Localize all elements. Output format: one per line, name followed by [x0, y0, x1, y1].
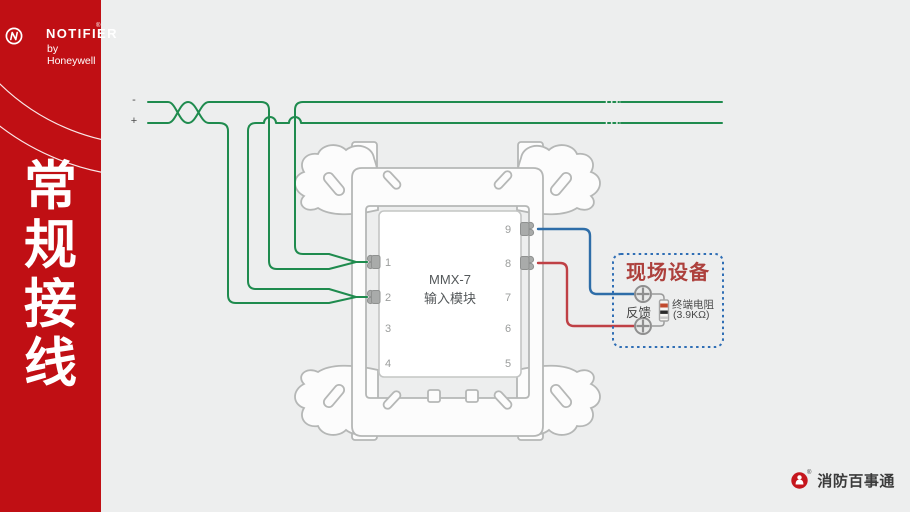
resistor-band-black	[660, 310, 668, 314]
resistor-leads	[651, 293, 665, 327]
terminal-numbers: 1 2 3 4 9 8 7 6 5	[385, 224, 511, 370]
plate-slot	[493, 170, 513, 190]
module-model: MMX-7	[429, 272, 471, 287]
terminal-number: 1	[385, 257, 391, 269]
plate-slot	[493, 390, 513, 410]
bus-minus-label: -	[132, 94, 136, 106]
terminal-resistor	[658, 299, 670, 322]
registered-mark: ®	[807, 470, 812, 476]
minus-wire-in	[147, 101, 368, 270]
module-backplate	[294, 141, 601, 441]
minus-wire-out	[294, 101, 723, 263]
footer-logo: ® 消防百事通	[790, 468, 895, 492]
module-type: 输入模块	[423, 291, 476, 306]
terminal-resistor-value: (3.9KΩ)	[673, 309, 710, 321]
title-char: 接	[24, 275, 77, 334]
footer-logo-text: 消防百事通	[817, 472, 895, 490]
terminal-number: 4	[385, 358, 391, 370]
title-char: 规	[24, 216, 77, 275]
blue-wire-terminal9	[536, 227, 636, 296]
terminal-number: 7	[505, 292, 511, 304]
field-device-box	[612, 253, 724, 348]
brand-name: NOTIFIER	[46, 26, 118, 41]
terminal-number: 2	[385, 292, 391, 304]
terminal-number: 3	[385, 323, 391, 335]
screw-head-icon	[634, 285, 652, 303]
plus-wire-out	[247, 116, 723, 298]
plate-slot	[382, 390, 402, 410]
wire-break-dots	[607, 101, 620, 124]
title-char: 常	[24, 157, 77, 216]
terminal-number: 8	[505, 258, 511, 270]
field-device-title: 现场设备	[626, 262, 710, 284]
notifier-n-icon	[5, 27, 23, 45]
plate-clip	[427, 389, 441, 403]
red-wire-terminal8	[536, 261, 636, 328]
terminal-screw-icon	[366, 289, 381, 305]
terminal-resistor-label: 终端电阻	[672, 299, 714, 311]
terminal-number: 9	[505, 224, 511, 236]
title-char: 线	[24, 334, 77, 393]
plus-wire-in	[147, 101, 368, 304]
resistor-band-grey	[660, 316, 668, 319]
resistor-band-orange	[660, 303, 668, 308]
fire119-icon	[791, 471, 808, 489]
terminal-number: 6	[505, 323, 511, 335]
terminal-screw-icon	[366, 254, 381, 270]
terminal-number: 5	[505, 358, 511, 370]
module-terminal-screws	[366, 221, 535, 305]
slc-loop-wires	[147, 101, 723, 304]
plate-slot	[382, 170, 402, 190]
terminal-screw-icon	[520, 255, 535, 271]
terminal-screw-icon	[520, 221, 535, 237]
registered-mark: ®	[96, 23, 101, 29]
bus-plus-label: +	[130, 115, 138, 127]
backplate-frame	[351, 167, 544, 437]
brand-byline: by Honeywell	[47, 43, 96, 67]
plate-clip	[465, 389, 479, 403]
module-label: MMX-7 输入模块	[379, 270, 521, 308]
brand-logo: NOTIFIER ® by Honeywell	[0, 0, 116, 70]
page-title-vertical: 常 规 接 线	[0, 157, 101, 393]
sidebar: NOTIFIER ® by Honeywell 常 规 接 线	[0, 0, 116, 512]
feedback-label: 反馈	[626, 306, 652, 320]
